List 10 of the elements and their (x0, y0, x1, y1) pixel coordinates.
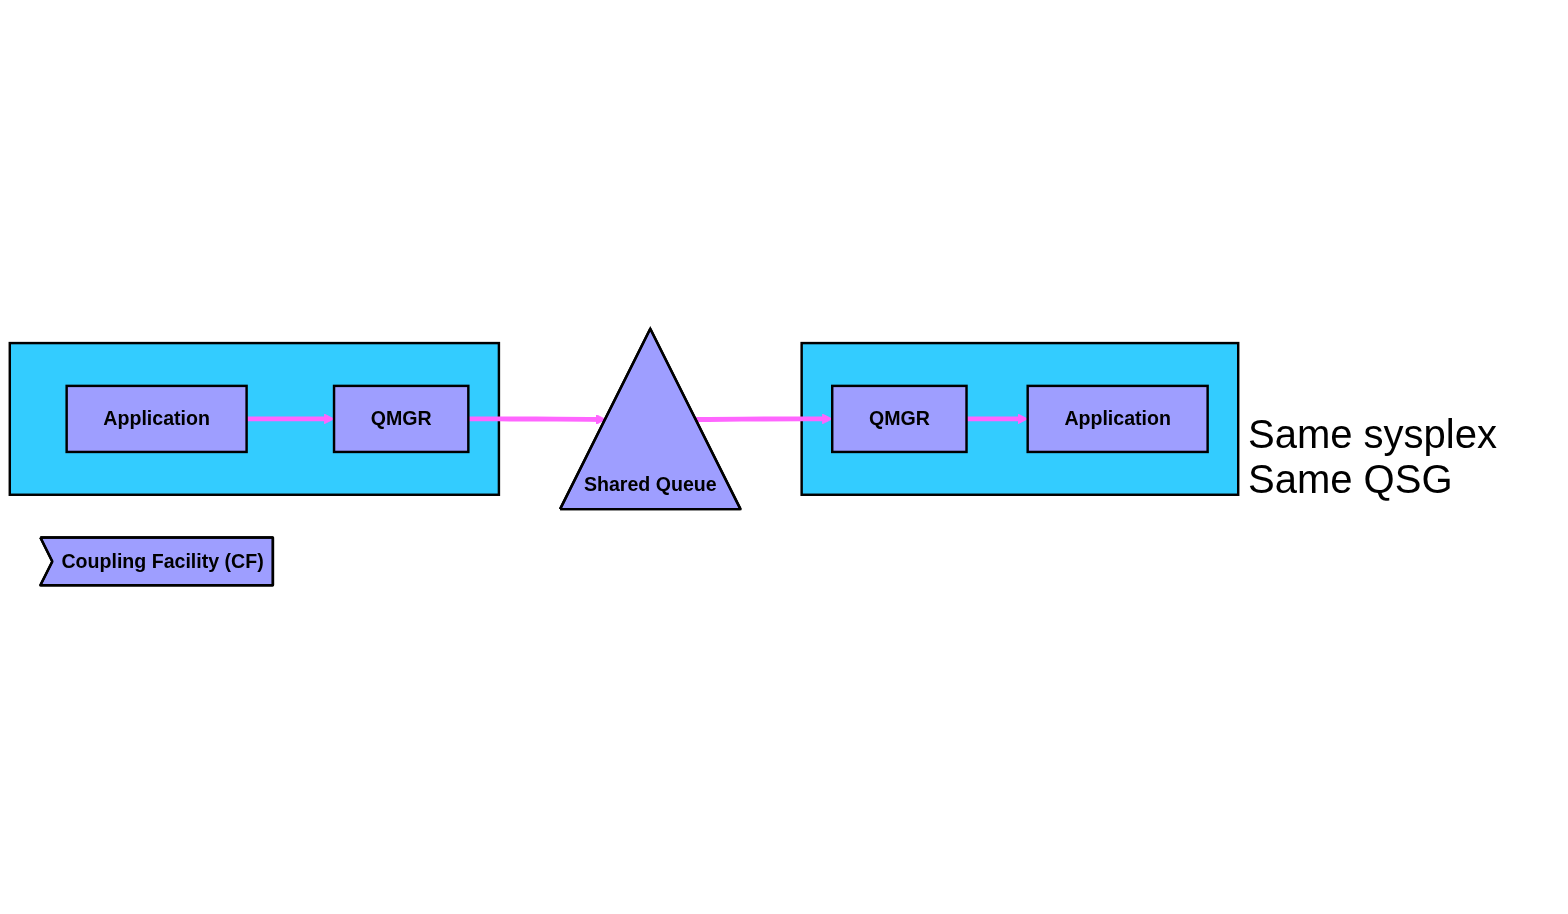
node-box: QMGR (332, 384, 470, 454)
node-box: Application (1026, 384, 1209, 454)
arrow (246, 413, 335, 425)
cluster (8, 341, 501, 496)
note-text: Same QSG (1248, 457, 1454, 502)
node-box: QMGR (831, 384, 968, 454)
node-box: Application (65, 384, 248, 454)
note-text: Same sysplex (1248, 412, 1498, 457)
arrow (696, 413, 833, 425)
cluster (800, 341, 1240, 496)
